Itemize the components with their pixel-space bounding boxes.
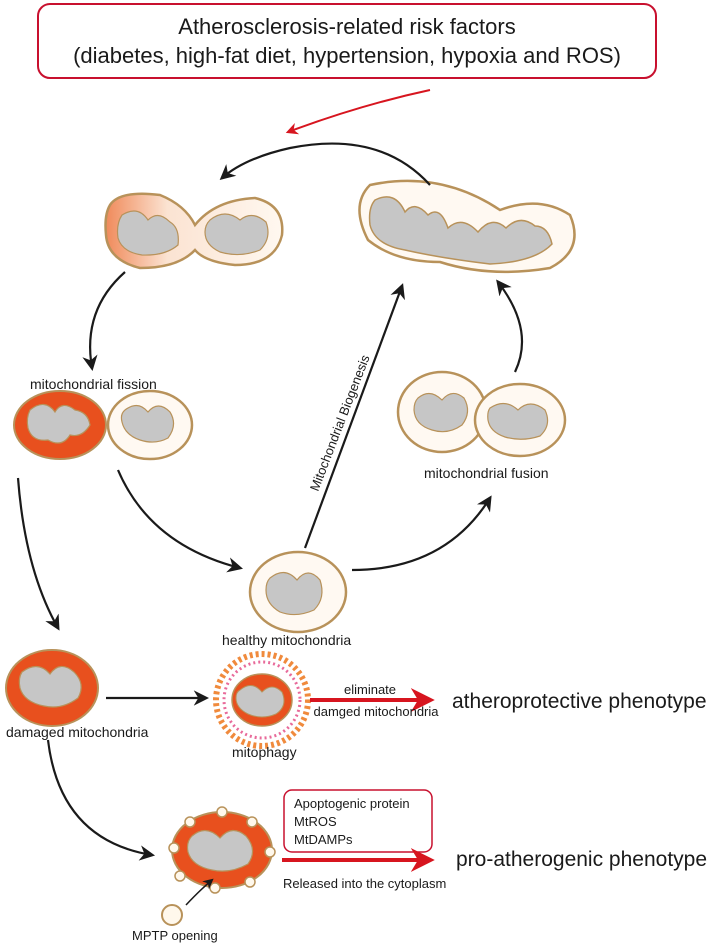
fission-label: mitochondrial fission	[30, 376, 157, 392]
atheroprotective-phenotype: atheroprotective phenotype	[452, 690, 707, 713]
top-right-mitochondrion	[358, 179, 576, 274]
damaged-mitochondrion	[5, 649, 99, 727]
risk-factors-box	[37, 3, 657, 79]
pro-atherogenic-phenotype: pro-atherogenic phenotype	[456, 848, 707, 871]
arrow-healthy-to-fusion	[351, 495, 492, 572]
mptp-label: MPTP opening	[132, 928, 218, 943]
fusion-right-mitochondrion	[473, 382, 567, 458]
mitophagy-autophagosome	[213, 651, 311, 749]
top-left-mitochondrion	[104, 192, 284, 270]
arrow-fusion-up	[496, 279, 524, 373]
arrow-top	[219, 142, 431, 186]
arrow-mptp	[185, 878, 214, 906]
damaged-label: damaged mitochondria	[6, 724, 149, 740]
risk-factors-title: Atherosclerosis-related risk factors	[178, 14, 515, 39]
biogenesis-label: Mitochondrial Biogenesis	[307, 352, 373, 493]
arrow-fission-to-healthy	[116, 469, 243, 573]
fusion-left-mitochondrion	[396, 370, 488, 454]
mitophagy-label: mitophagy	[232, 744, 297, 760]
risk-arrow	[285, 89, 431, 135]
released-label: Released into the cytoplasm	[283, 876, 446, 891]
released-items-box	[283, 789, 433, 853]
mptp-pore-icon	[161, 904, 183, 926]
fission-healthy-mitochondrion	[106, 389, 194, 461]
arrow-damaged-to-mptp	[46, 739, 156, 861]
fission-damaged-mitochondrion	[13, 390, 107, 460]
healthy-label: healthy mitochondria	[222, 632, 351, 648]
arrow-biogenesis	[303, 283, 405, 549]
fusion-label: mitochondrial fusion	[424, 465, 549, 481]
mptp-mitochondrion	[168, 806, 276, 894]
released-item-3: MtDAMPs	[294, 832, 353, 847]
healthy-mitochondrion	[248, 550, 348, 634]
released-item-2: MtROS	[294, 814, 337, 829]
eliminate-label-1: eliminate	[344, 682, 396, 697]
arrow-to-fission	[82, 271, 126, 372]
released-item-1: Apoptogenic protein	[294, 796, 410, 811]
arrow-fission-to-damaged	[16, 477, 60, 631]
eliminate-label-2: damged mitochondria	[313, 704, 439, 719]
risk-factors-list: (diabetes, high-fat diet, hypertension, …	[73, 43, 621, 68]
